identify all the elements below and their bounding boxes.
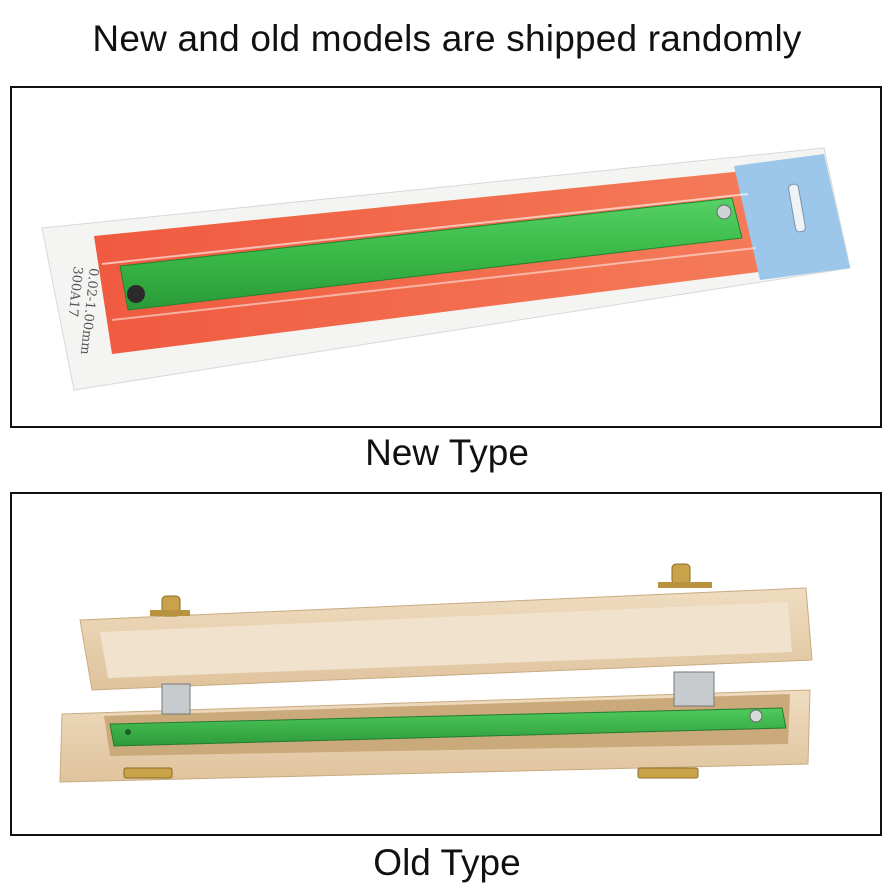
feeler-gauge-old: [109, 707, 787, 747]
hinge-left: [161, 683, 191, 715]
old-type-photo-panel: [10, 492, 882, 836]
front-latch-right: [637, 767, 699, 779]
package-label-line1: 300A17: [65, 266, 85, 318]
new-type-caption: New Type: [365, 432, 529, 473]
package-hang-tag: [734, 154, 850, 280]
gauge-pivot-screw: [127, 285, 145, 303]
hang-hole: [788, 183, 806, 233]
box-lid-inner: [100, 602, 792, 678]
gauge-end-screw: [716, 204, 732, 220]
gauge-end-screw-old: [749, 709, 763, 723]
page-title: New and old models are shipped randomly: [92, 18, 802, 59]
lid-clasp-right: [671, 563, 691, 585]
new-type-photo: 300A17 0.02-1.00mm: [12, 88, 880, 426]
new-type-photo-panel: 300A17 0.02-1.00mm: [10, 86, 882, 428]
front-latch-left: [123, 767, 173, 779]
hinge-right: [673, 671, 715, 707]
feeler-gauge: [119, 197, 743, 311]
old-type-photo: [12, 494, 880, 834]
old-type-caption: Old Type: [373, 842, 521, 883]
